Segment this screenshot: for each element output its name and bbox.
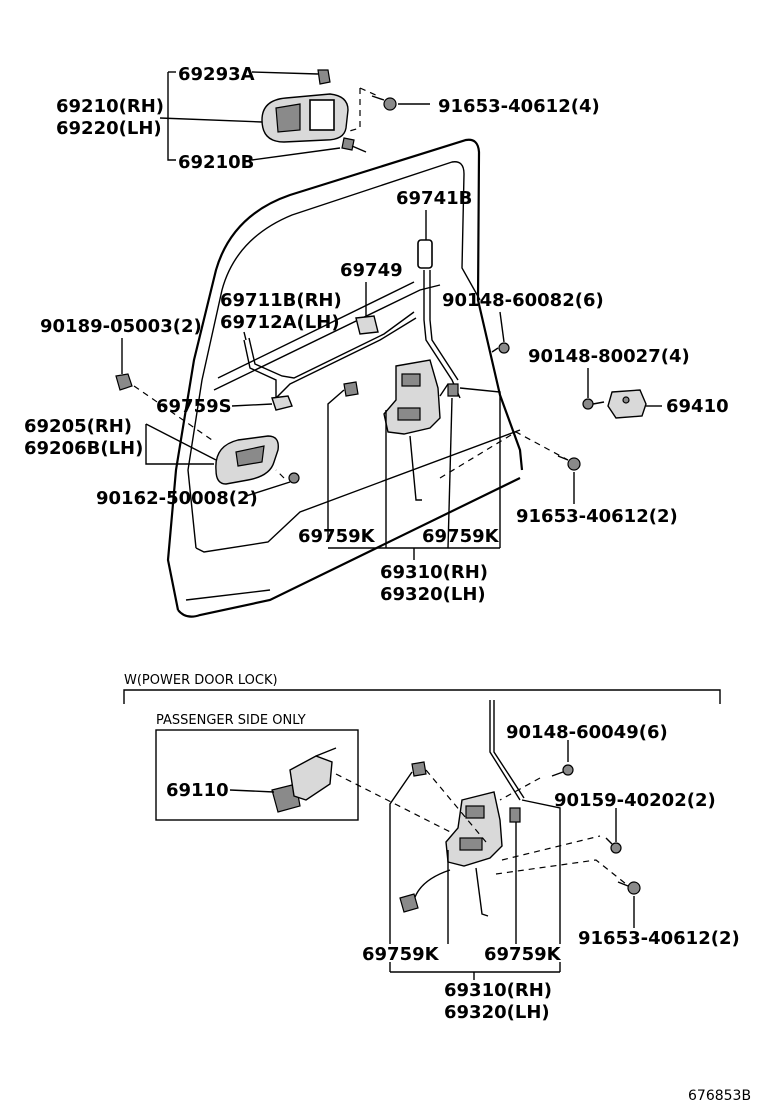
- label-69711b-rh: 69711B(RH): [220, 290, 342, 311]
- section-title: W(POWER DOOR LOCK): [124, 673, 278, 688]
- outside-handle-icon: [261, 93, 349, 143]
- label-69759k-upper-left: 69759K: [298, 526, 376, 547]
- label-69759s: 69759S: [156, 396, 232, 417]
- label-69206b-lh: 69206B(LH): [24, 438, 143, 459]
- label-90148-60082-6: 90148-60082(6): [442, 290, 604, 311]
- diagram-reference-code: 676853B: [688, 1088, 751, 1104]
- label-91653-40612-2-lower: 91653-40612(2): [578, 928, 740, 949]
- clip-69749-icon: [355, 315, 379, 335]
- door-lock-assembly-lower-icon: [399, 791, 503, 917]
- label-90162-50008-2: 90162-50008(2): [96, 488, 258, 509]
- bolt-90148-60082-icon: [491, 342, 510, 354]
- label-69210b: 69210B: [178, 152, 254, 173]
- label-69220-lh: 69220(LH): [56, 118, 162, 139]
- inside-handle-icon: [215, 435, 279, 485]
- lock-rod-lower-icon: [489, 700, 525, 801]
- screw-90162-icon: [288, 472, 300, 484]
- passenger-side-box: [155, 729, 359, 821]
- clip-69759k-upper-left-icon: [343, 381, 359, 397]
- label-90148-80027-4: 90148-80027(4): [528, 346, 690, 367]
- label-69310-rh-lower: 69310(RH): [444, 980, 552, 1001]
- label-69320-lh-upper: 69320(LH): [380, 584, 486, 605]
- striker-69410-icon: [607, 389, 647, 419]
- label-90148-60049-6: 90148-60049(6): [506, 722, 668, 743]
- label-91653-40612-4: 91653-40612(4): [438, 96, 600, 117]
- label-69310-rh-upper: 69310(RH): [380, 562, 488, 583]
- clip-69759k-upper-right-icon: [447, 383, 459, 397]
- label-69110: 69110: [166, 780, 229, 801]
- bolt-91653-lower-icon: [617, 881, 641, 895]
- power-door-lock-section: W(POWER DOOR LOCK) PASSENGER SIDE ONLY 6…: [123, 673, 740, 1023]
- clip-69759k-lower-right-icon: [509, 807, 521, 823]
- screw-90159-icon: [605, 837, 622, 854]
- clip-69759s-icon: [271, 395, 293, 411]
- label-69712a-lh: 69712A(LH): [220, 312, 340, 333]
- passenger-box-title: PASSENGER SIDE ONLY: [156, 713, 306, 728]
- label-69210-rh: 69210(RH): [56, 96, 164, 117]
- label-69410: 69410: [666, 396, 729, 417]
- rod-clip-69293a-icon: [317, 69, 331, 85]
- label-69741b: 69741B: [396, 188, 472, 209]
- label-69759k-lower-left: 69759K: [362, 944, 440, 965]
- bolt-90148-80027-icon: [582, 398, 605, 410]
- label-69759k-lower-right: 69759K: [484, 944, 562, 965]
- label-91653-40612-2-upper: 91653-40612(2): [516, 506, 678, 527]
- bolt-90148-60049-icon: [551, 764, 574, 777]
- bolt-91653-upper-icon: [371, 95, 397, 111]
- label-90159-40202-2: 90159-40202(2): [554, 790, 716, 811]
- label-69759k-upper-right: 69759K: [422, 526, 500, 547]
- label-69205-rh: 69205(RH): [24, 416, 132, 437]
- leader-lines-lower: [389, 740, 635, 980]
- clip-69759k-lower-left-icon: [411, 761, 427, 777]
- label-69293a: 69293A: [178, 64, 255, 85]
- label-69749: 69749: [340, 260, 403, 281]
- bolt-91653-lower-upper-icon: [557, 455, 581, 471]
- bolt-69210b-icon: [341, 137, 367, 153]
- labels-upper: 69293A 69210(RH) 69220(LH) 69210B 91653-…: [24, 64, 729, 605]
- label-90189-05003-2: 90189-05003(2): [40, 316, 202, 337]
- actuator-69110-icon: [271, 747, 337, 813]
- leader-lines-upper: [121, 71, 662, 560]
- clip-90189-icon: [115, 373, 133, 391]
- door-lock-assembly-upper-icon: [383, 359, 449, 501]
- door-outline: [166, 138, 524, 618]
- label-69320-lh-lower: 69320(LH): [444, 1002, 550, 1023]
